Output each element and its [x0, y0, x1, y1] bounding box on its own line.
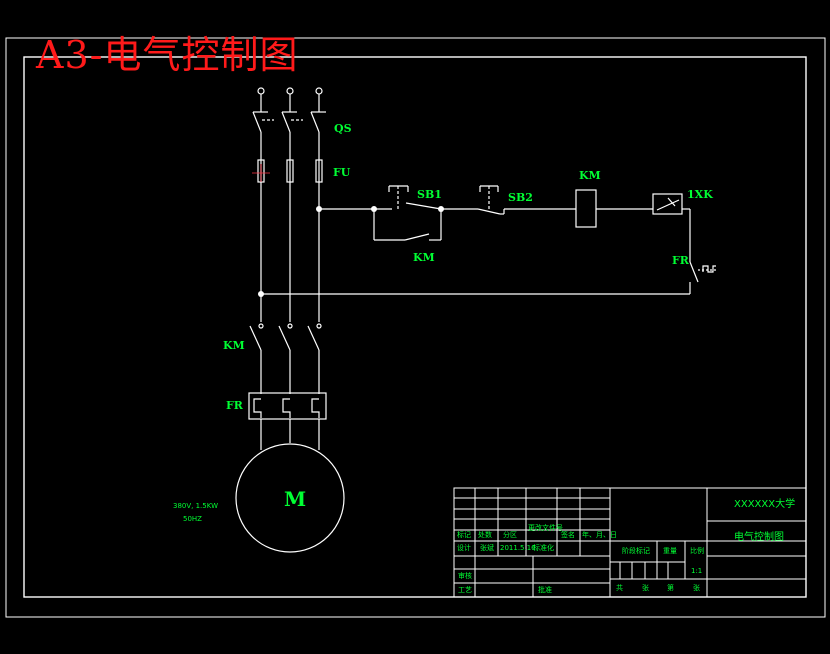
km-main-contacts: [249, 323, 322, 394]
km-holding-contact: [373, 209, 442, 241]
qs-isolating-switch: [252, 87, 326, 133]
tb-cell: 比例: [690, 547, 704, 555]
tb-cell: 2011.5.16: [500, 544, 536, 552]
title-block-drawing-name: 电气控制图: [734, 532, 784, 543]
tb-cell: 重量: [663, 547, 677, 555]
label-km-main: KM: [223, 339, 245, 352]
tb-cell: 分区: [503, 531, 517, 539]
label-sb2: SB2: [508, 191, 533, 204]
title-block-grid: [453, 487, 807, 598]
tb-cell: 张斌: [480, 544, 494, 552]
tb-cell: 张: [642, 584, 649, 592]
motor-spec-frequency: 50HZ: [183, 515, 202, 523]
fu-fuses: [257, 159, 323, 183]
tb-cell: 标记: [457, 531, 471, 539]
tb-cell: 年、月、日: [582, 531, 617, 539]
limit-switch-1xk: [652, 193, 683, 215]
tb-cell: 更改文件号: [528, 524, 563, 532]
km-coil: [575, 189, 597, 228]
tb-cell: 审核: [458, 572, 472, 580]
tb-cell: 批准: [538, 586, 552, 594]
label-fr-contact: FR: [672, 254, 689, 267]
reference-marker: [252, 164, 270, 182]
junction-dots: [258, 206, 444, 297]
label-km-hold: KM: [413, 251, 435, 264]
motor-m: [235, 419, 345, 553]
tb-cell: 阶段标记: [622, 547, 650, 555]
tb-cell: 处数: [478, 531, 492, 539]
tb-cell: 设计: [457, 544, 471, 552]
label-km-coil: KM: [579, 169, 601, 182]
label-fr-main: FR: [226, 399, 243, 412]
drawing-frame: [5, 37, 826, 618]
label-fu: FU: [333, 166, 351, 179]
title-block-university: XXXXXX大学: [734, 499, 796, 510]
tb-cell: 张: [693, 584, 700, 592]
motor-spec-rating: 380V, 1.5KW: [173, 502, 218, 510]
fr-thermal-relay: [248, 392, 327, 420]
label-sb1: SB1: [417, 188, 442, 201]
tb-cell: 共: [616, 584, 623, 592]
label-1xk: 1XK: [687, 188, 713, 201]
tb-cell: 标准化: [533, 544, 554, 552]
label-qs: QS: [334, 122, 352, 135]
label-motor: M: [284, 487, 307, 511]
tb-cell: 第: [667, 584, 674, 592]
tb-cell: 工艺: [458, 586, 472, 594]
control-circuit: [261, 185, 716, 295]
phase-conductors: [260, 132, 320, 322]
sheet-title: A3-电气控制图: [36, 33, 299, 77]
tb-cell: 1:1: [691, 567, 703, 575]
tb-cell: 签名: [561, 531, 575, 539]
